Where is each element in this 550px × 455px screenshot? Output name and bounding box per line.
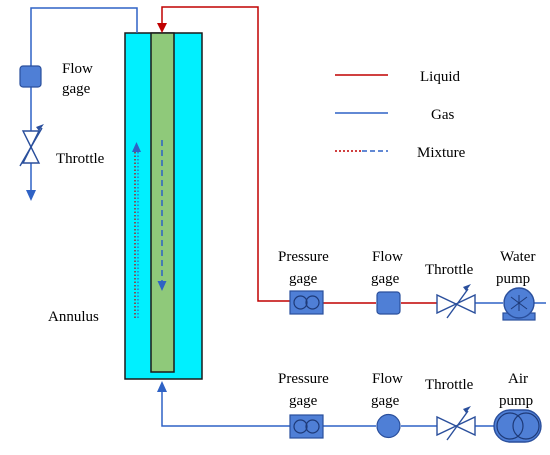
throttle-valve-icon	[436, 284, 476, 319]
gas-inlet-arrow	[157, 381, 167, 392]
legend-mixture-label: Mixture	[417, 145, 466, 161]
water-label: Water	[500, 249, 535, 265]
top-throttle-label: Throttle	[56, 151, 105, 167]
liquid-line	[161, 6, 292, 302]
water-throttle-label: Throttle	[425, 262, 474, 278]
air-pressure-label: Pressure	[278, 371, 329, 387]
throttle-valve-icon	[19, 124, 44, 167]
air-pump-label: pump	[499, 393, 533, 409]
gas-inlet-line	[161, 391, 292, 427]
tube-down-arrow	[157, 281, 167, 291]
gas-outlet-arrow	[26, 190, 36, 201]
top-gage-label: gage	[62, 81, 91, 97]
air-flow-label: Flow	[372, 371, 403, 387]
flow-gage-icon	[376, 291, 401, 315]
legend-gas-label: Gas	[431, 107, 454, 123]
flow-gage-icon	[376, 413, 401, 439]
flow-gage-icon	[19, 65, 42, 88]
water-pump-icon	[502, 287, 536, 321]
air-pressure-gage-label: gage	[289, 393, 318, 409]
gas-outlet-line	[30, 7, 138, 190]
air-label: Air	[508, 371, 528, 387]
water-pump-label: pump	[496, 271, 530, 287]
annulus-label: Annulus	[48, 309, 99, 325]
water-flow-label: Flow	[372, 249, 403, 265]
legend-liquid-label: Liquid	[420, 69, 460, 85]
water-flow-gage-label: gage	[371, 271, 400, 287]
annulus-up-arrow	[132, 142, 141, 152]
air-flow-gage-label: gage	[371, 393, 400, 409]
water-pressure-label: Pressure	[278, 249, 329, 265]
air-throttle-label: Throttle	[425, 377, 474, 393]
air-pump-icon	[493, 409, 542, 443]
water-pressure-gage-label: gage	[289, 271, 318, 287]
top-flow-label: Flow	[62, 61, 93, 77]
throttle-valve-icon	[436, 406, 476, 441]
pressure-gage-icon	[289, 290, 324, 315]
liquid-inlet-arrow	[157, 23, 167, 33]
pressure-gage-icon	[289, 414, 324, 439]
